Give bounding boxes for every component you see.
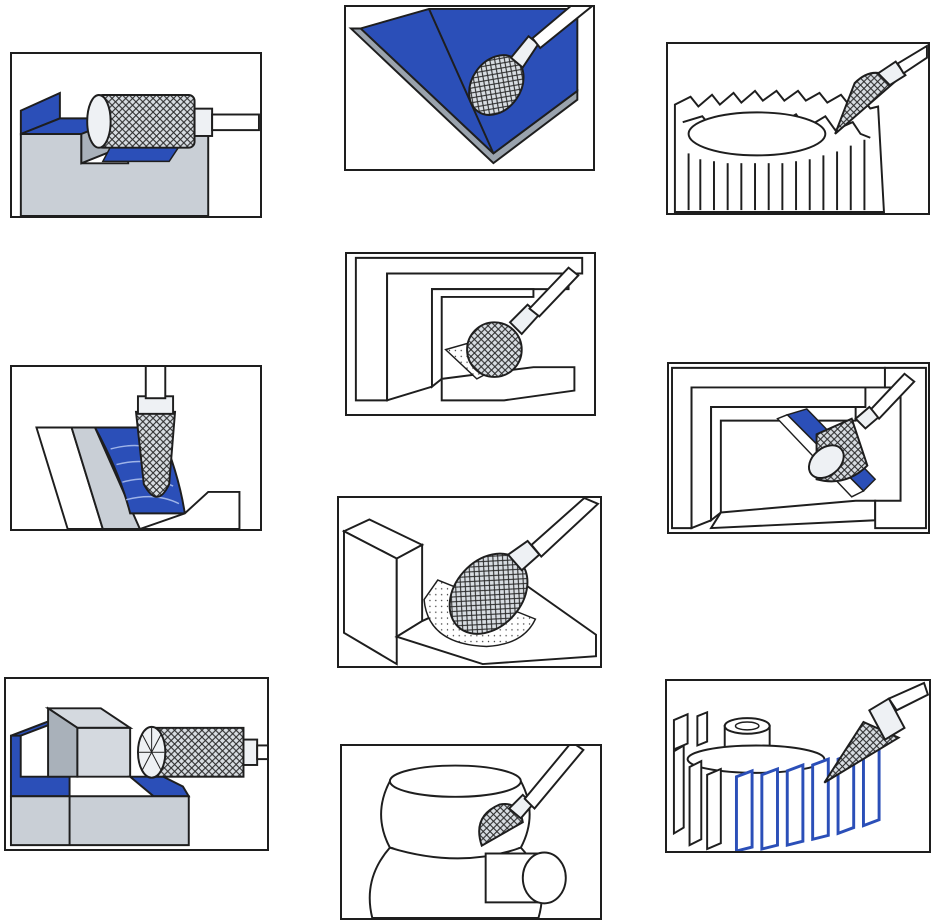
tree-burr-curved-groove-drawing xyxy=(35,367,241,529)
pointed-cone-burr-fins-drawing xyxy=(672,681,929,851)
end-cut-cylinder-burr-step-drawing xyxy=(9,706,267,847)
illustration-oval-burr-fillet xyxy=(337,496,602,668)
inverted-cone-burr-frame-channel-drawing xyxy=(671,366,927,530)
oval-burr-fillet-drawing xyxy=(341,498,600,666)
illustration-cylinder-burr-slot xyxy=(10,52,262,218)
cone-burr-gear-teeth-drawing xyxy=(673,44,928,213)
ball-burr-inner-corner-drawing xyxy=(354,256,584,402)
illustration-tree-burr-curved-groove xyxy=(10,365,262,531)
illustration-end-cut-cylinder-burr-step xyxy=(4,677,269,851)
illustration-cone-burr-gear-teeth xyxy=(666,42,930,215)
flame-burr-casting-drawing xyxy=(368,746,585,918)
illustration-ball-nose-burr-angle-plate xyxy=(344,5,595,171)
illustration-flame-burr-casting xyxy=(340,744,602,920)
illustration-ball-burr-inner-corner xyxy=(345,252,596,416)
illustration-inverted-cone-burr-frame-channel xyxy=(667,362,930,534)
ball-nose-burr-angle-plate-drawing xyxy=(348,7,593,165)
cylinder-burr-slot-drawing xyxy=(19,91,260,216)
illustration-pointed-cone-burr-fins xyxy=(665,679,931,853)
